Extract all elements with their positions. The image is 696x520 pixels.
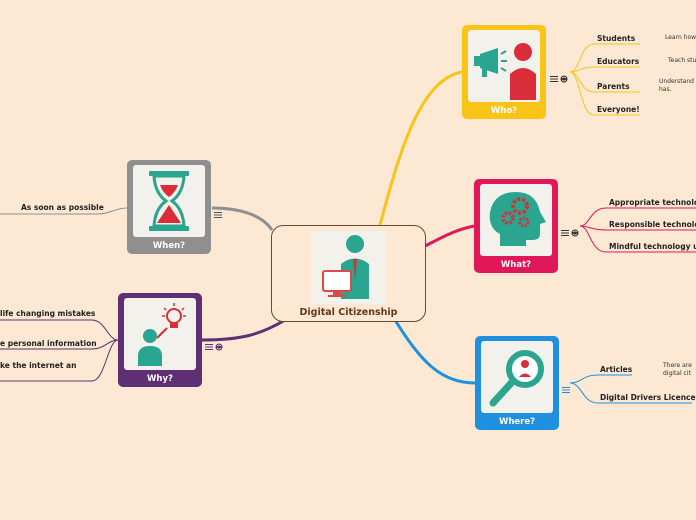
who-item-educators-desc: Teach stu [668,57,696,64]
where-item-articles-desc-2: digital cit [663,370,691,377]
who-item-educators[interactable]: Educators [597,57,640,66]
where-item-articles-desc-1: There are [663,362,692,369]
who-item-everyone[interactable]: Everyone! [597,105,640,114]
digital-citizen-illustration [311,231,386,304]
who-item-parents[interactable]: Parents [597,82,630,91]
notes-icon[interactable] [205,336,213,350]
where-item-articles[interactable]: Articles [600,365,633,374]
why-title: Why? [147,374,173,384]
who-title: Who? [490,106,518,116]
why-item-mistakes[interactable]: life changing mistakes [0,309,96,318]
who-item-parents-desc-2: has. [659,86,672,93]
who-item-students[interactable]: Students [597,34,636,43]
what-title: What? [500,260,532,270]
when-title: When? [152,241,186,251]
why-item-personal-info[interactable]: e personal information [0,339,97,348]
lightbulb-person-icon [124,298,196,370]
globe-link-icon[interactable] [560,68,568,83]
notes-icon[interactable] [214,204,222,218]
megaphone-person-icon [468,30,540,102]
globe-link-icon[interactable] [215,336,223,351]
hourglass-icon [133,165,205,237]
when-item-asap[interactable]: As soon as possible [21,203,104,212]
who-item-students-desc: Learn how [665,34,696,41]
what-item-appropriate[interactable]: Appropriate technolog [609,198,696,207]
magnifier-person-icon [481,341,553,413]
notes-icon[interactable] [562,379,570,393]
why-node[interactable]: Why? [118,293,202,387]
when-node[interactable]: When? [127,160,211,254]
where-node[interactable]: Where? [475,336,559,430]
where-item-digital-drivers-licence[interactable]: Digital Drivers Licence [600,393,696,402]
what-item-mindful[interactable]: Mindful technology us [609,242,696,251]
who-node[interactable]: Who? [462,25,546,119]
who-item-parents-desc-1: Understand [659,78,694,85]
what-item-responsible[interactable]: Responsible technolog [609,220,696,229]
what-node[interactable]: What? [474,179,558,273]
why-item-internet[interactable]: ke the internet an [0,361,77,370]
notes-icon[interactable] [561,222,569,236]
head-gears-icon [480,184,552,256]
globe-link-icon[interactable] [571,222,579,237]
where-title: Where? [498,417,536,427]
notes-icon[interactable] [550,68,558,82]
central-topic[interactable]: Digital Citizenship [271,225,426,322]
central-title: Digital Citizenship [299,307,398,318]
